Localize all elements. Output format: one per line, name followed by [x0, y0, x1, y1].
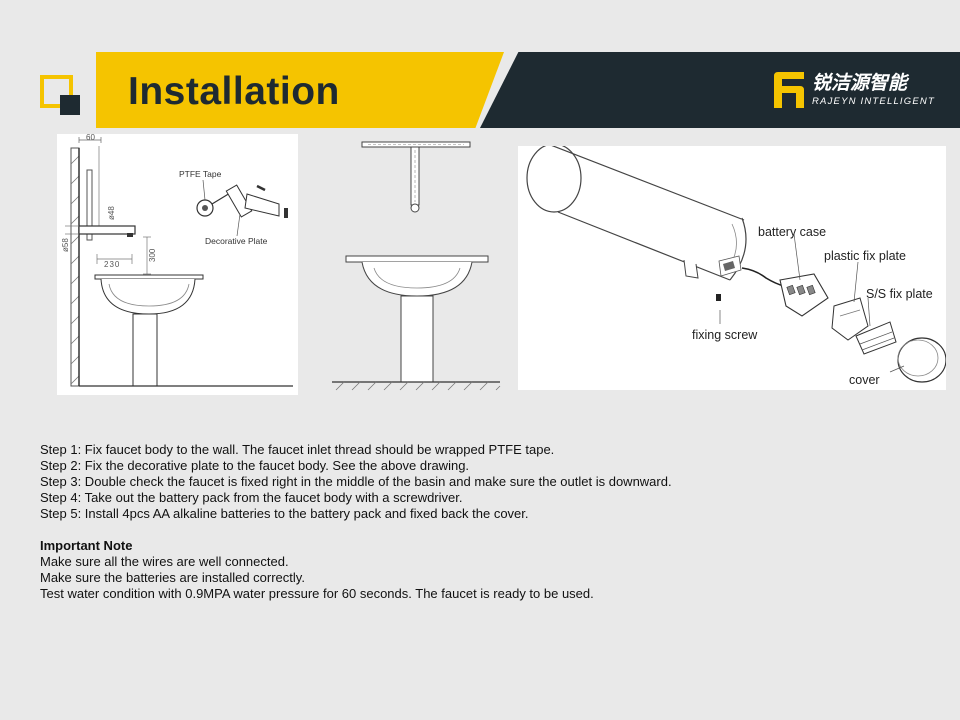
- step-4: Step 4: Take out the battery pack from t…: [40, 490, 463, 505]
- logo-mark-icon: [774, 72, 804, 108]
- dimension-48: ø48: [107, 206, 116, 220]
- logo-subtitle: RAJEYN INTELLIGENT: [812, 96, 935, 107]
- logo-name: 锐洁源智能: [812, 73, 908, 94]
- title-banner: [96, 52, 504, 128]
- ss-fix-plate-label: S/S fix plate: [866, 287, 933, 301]
- dimension-58: ø58: [61, 238, 70, 252]
- ptfe-tape-label: PTFE Tape: [179, 169, 222, 179]
- decorative-plate-label: Decorative Plate: [205, 236, 268, 246]
- page-title: Installation: [128, 70, 340, 113]
- note-line-2: Make sure the batteries are installed co…: [40, 570, 305, 585]
- note-line-3: Test water condition with 0.9MPA water p…: [40, 586, 594, 601]
- logo-banner: [480, 52, 960, 128]
- company-logo: 锐洁源智能 RAJEYN INTELLIGENT: [770, 68, 960, 113]
- fixing-screw-label: fixing screw: [692, 328, 758, 342]
- note-line-1: Make sure all the wires are well connect…: [40, 554, 289, 569]
- step-3: Step 3: Double check the faucet is fixed…: [40, 474, 672, 489]
- plastic-fix-plate-label: plastic fix plate: [824, 249, 906, 263]
- dimension-300: 300: [148, 248, 157, 262]
- decorative-square-outline: [40, 75, 73, 108]
- side-view-diagram: 60 ø48 ø58 300 230 PTFE Tape De: [57, 134, 298, 395]
- important-note-heading: Important Note: [40, 538, 133, 553]
- battery-case-label: battery case: [758, 225, 826, 239]
- decorative-square-fill: [60, 95, 80, 115]
- step-1: Step 1: Fix faucet body to the wall. The…: [40, 442, 555, 457]
- installation-instructions: Step 1: Fix faucet body to the wall. The…: [40, 442, 920, 602]
- front-view-diagram: [326, 136, 506, 396]
- step-2: Step 2: Fix the decorative plate to the …: [40, 458, 470, 473]
- cover-label: cover: [849, 373, 880, 387]
- step-5: Step 5: Install 4pcs AA alkaline batteri…: [40, 506, 529, 521]
- spacer: [40, 522, 920, 538]
- dimension-230: 230: [104, 260, 120, 269]
- exploded-view-diagram: battery case plastic fix plate S/S fix p…: [518, 146, 946, 390]
- dimension-60: 60: [86, 134, 95, 142]
